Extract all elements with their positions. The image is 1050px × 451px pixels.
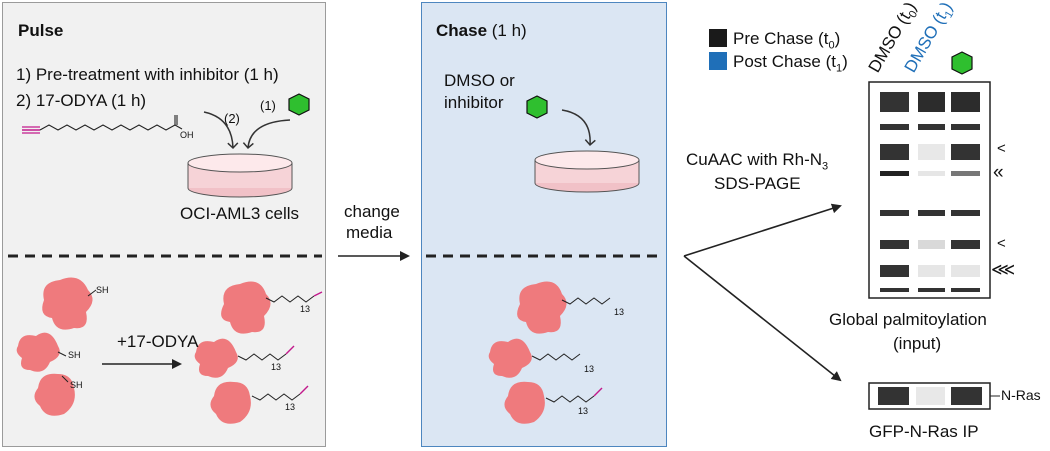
legend-pre-close: ) xyxy=(834,29,841,48)
nras-label: N-Ras xyxy=(1001,387,1041,403)
cells-label: OCI-AML3 cells xyxy=(180,204,300,223)
cuaac-sub: 3 xyxy=(822,160,829,173)
chase-sub-1: 13 xyxy=(614,307,625,317)
chase-sub-2: 13 xyxy=(584,364,595,374)
cuaac-text: CuAAC with Rh-N xyxy=(686,150,823,169)
arrow-label-1: (1) xyxy=(260,98,276,113)
sh-label-1: SH xyxy=(96,285,109,295)
legend-pre-swatch xyxy=(709,29,727,47)
legend-pre-text: Pre Chase (t xyxy=(733,29,829,48)
band-arrow-2: « xyxy=(993,162,1004,183)
petri-dish-chase xyxy=(534,150,640,193)
global-caption-2: (input) xyxy=(893,334,942,353)
chase-title-bold: Chase xyxy=(436,21,488,40)
reaction-label: +17-ODYA xyxy=(117,332,199,351)
inhibitor-hexagon-chase xyxy=(526,95,548,119)
legend-post-text: Post Chase (t xyxy=(733,52,836,71)
legend-post-swatch xyxy=(709,52,727,70)
sds-page-label: SDS-PAGE xyxy=(714,174,801,193)
sh-label-2: SH xyxy=(68,350,81,360)
inhibitor-hexagon-lane xyxy=(951,51,973,75)
arrow-to-global-gel xyxy=(683,203,842,257)
chase-arrow xyxy=(561,109,596,147)
chase-line-1: DMSO or xyxy=(444,71,515,90)
band-arrow-4: ⋘ xyxy=(991,260,1016,279)
protein-blob-2 xyxy=(16,332,60,372)
global-caption-1: Global palmitoylation xyxy=(829,310,987,329)
chain-sub-1: 13 xyxy=(300,304,311,314)
chain-sub-3: 13 xyxy=(285,402,296,412)
cuaac-label: CuAAC with Rh-N3 xyxy=(686,151,828,172)
legend-post: Post Chase (t1) xyxy=(733,53,848,74)
legend-pre: Pre Chase (t0) xyxy=(733,30,840,51)
legend-post-sub: 1 xyxy=(836,62,843,75)
pulse-title: Pulse xyxy=(18,21,64,40)
palmitoylated-proteins-pulse xyxy=(194,281,323,424)
legend-pre-sub: 0 xyxy=(828,39,835,52)
arrow-label-2: (2) xyxy=(224,111,240,126)
change-label-1: change xyxy=(344,202,400,221)
palmitoylated-proteins-chase xyxy=(488,281,611,424)
petri-dish-pulse xyxy=(187,153,293,198)
ip-gel xyxy=(868,382,1000,410)
ip-caption: GFP-N-Ras IP xyxy=(869,422,979,441)
odya-molecule xyxy=(22,115,183,134)
oh-label: OH xyxy=(180,130,194,140)
sh-label-3: SH xyxy=(70,380,83,390)
protein-blob-1 xyxy=(42,277,93,330)
chain-sub-2: 13 xyxy=(271,362,282,372)
band-arrow-3: < xyxy=(997,235,1006,252)
inhibitor-hexagon-pulse xyxy=(288,93,310,116)
chase-panel xyxy=(421,2,667,447)
legend-post-close: ) xyxy=(842,52,848,71)
chase-title: Chase (1 h) xyxy=(436,22,527,39)
pulse-step-1: 1) Pre-treatment with inhibitor (1 h) xyxy=(16,65,279,84)
protein-blob-3 xyxy=(34,373,75,416)
chase-title-rest: (1 h) xyxy=(487,21,527,40)
arrow-to-ip-gel xyxy=(683,255,842,382)
pulse-arrow-1 xyxy=(242,119,291,150)
chase-line-2: inhibitor xyxy=(444,93,504,112)
band-arrow-1: < xyxy=(997,140,1006,157)
pulse-step-2: 2) 17-ODYA (1 h) xyxy=(16,91,147,110)
change-label-2: media xyxy=(346,223,393,242)
pulse-panel xyxy=(2,2,326,447)
global-gel xyxy=(868,81,991,299)
pulse-arrow-2 xyxy=(203,111,239,150)
chase-sub-3: 13 xyxy=(578,406,589,416)
